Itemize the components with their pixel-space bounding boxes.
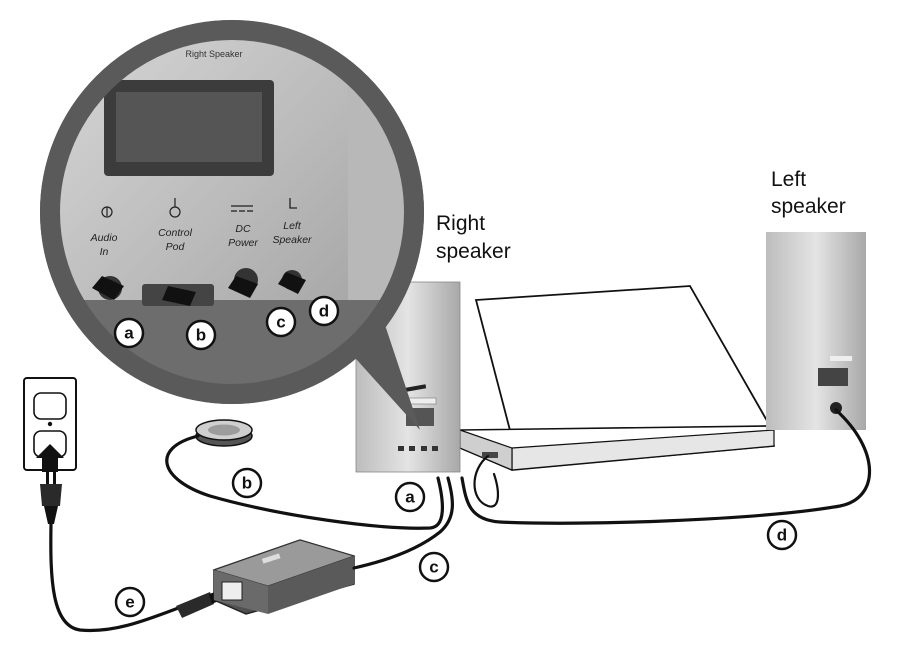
- cable-audio-in-a: [473, 454, 500, 508]
- svg-text:e: e: [125, 593, 134, 612]
- zoom-panel-title: Right Speaker: [185, 49, 242, 59]
- plug-in-arrow-icon: [36, 444, 64, 472]
- port-label-control-pod-line2: Pod: [166, 241, 186, 253]
- svg-text:c: c: [276, 313, 285, 332]
- control-pod-icon: [169, 198, 181, 218]
- left-speaker-label-line2: speaker: [771, 195, 846, 218]
- callout-d-zoom: d: [308, 295, 340, 327]
- svg-text:b: b: [196, 326, 206, 345]
- port-label-dc-power-line1: DC: [235, 223, 251, 235]
- port-label-left-speaker-line2: Speaker: [272, 234, 312, 246]
- zoom-callout: [40, 20, 424, 430]
- dc-power-icon: [231, 205, 253, 212]
- callout-a-zoom: a: [113, 317, 145, 349]
- power-supply: [212, 539, 356, 615]
- port-label-audio-in-line1: Audio: [90, 232, 118, 244]
- port-label-dc-power-line2: Power: [228, 237, 258, 249]
- callout-b-zoom: b: [185, 319, 217, 351]
- audio-in-icon: [101, 206, 113, 218]
- cable-b: [165, 434, 444, 530]
- svg-text:a: a: [124, 324, 134, 343]
- callout-b: b: [231, 467, 263, 499]
- ac-power-plug: [40, 470, 62, 524]
- callout-a: a: [394, 481, 426, 513]
- right-speaker-label-line1: Right: [436, 212, 485, 235]
- right-speaker-label-line2: speaker: [436, 240, 511, 263]
- svg-text:c: c: [429, 558, 438, 577]
- laptop: [459, 285, 775, 471]
- callout-e: e: [114, 586, 146, 618]
- left-channel-icon: [289, 198, 297, 209]
- callout-c: c: [418, 551, 450, 583]
- svg-text:d: d: [777, 526, 787, 545]
- callout-d: d: [766, 519, 798, 551]
- cable-d: [460, 408, 872, 525]
- cable-c: [352, 476, 454, 570]
- left-speaker-label-line1: Left: [771, 168, 806, 191]
- cable-e: [49, 522, 202, 633]
- port-label-audio-in-line2: In: [100, 246, 109, 258]
- callout-c-zoom: c: [265, 306, 297, 338]
- port-label-left-speaker-line1: Left: [283, 220, 302, 232]
- svg-text:d: d: [319, 302, 329, 321]
- svg-text:b: b: [242, 474, 252, 493]
- control-pod: [195, 419, 253, 447]
- port-label-control-pod-line1: Control: [158, 227, 193, 239]
- svg-text:a: a: [405, 488, 415, 507]
- left-speaker: [766, 232, 866, 430]
